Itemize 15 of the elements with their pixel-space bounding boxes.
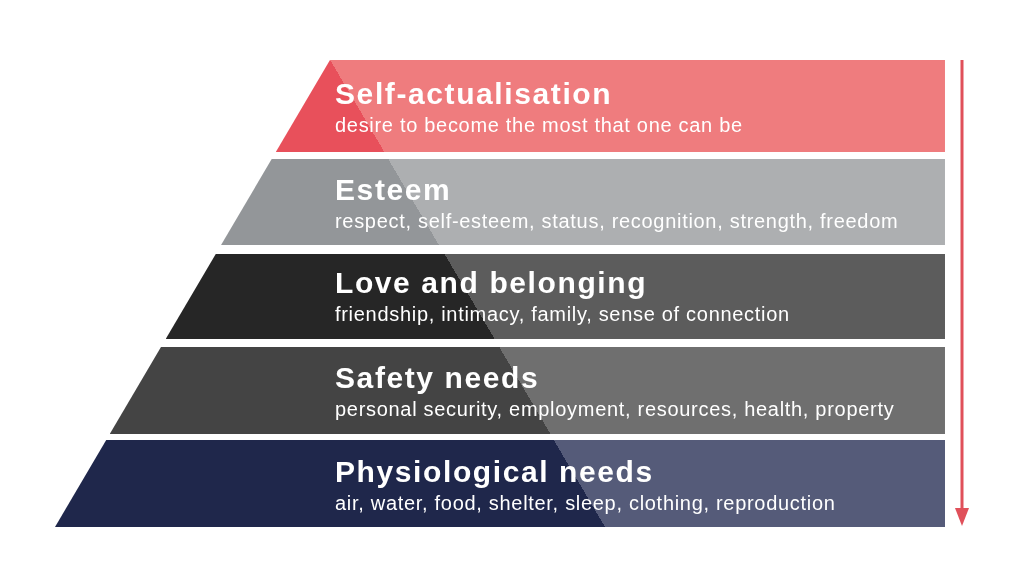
level-title: Physiological needs [335, 455, 654, 489]
pyramid-level [55, 440, 945, 527]
level-description: friendship, intimacy, family, sense of connection [335, 302, 790, 326]
level-description: desire to become the most that one can be [335, 113, 743, 137]
level-title: Love and belonging [335, 266, 648, 300]
pyramid-level [165, 254, 945, 339]
level-title: Esteem [335, 173, 452, 207]
pyramid-level [221, 159, 945, 245]
level-description: personal security, employment, resources, health, property [335, 397, 895, 421]
pyramid-level [109, 347, 945, 434]
level-title: Self-actualisation [335, 77, 613, 111]
level-description: air, water, food, shelter, sleep, clothing, reproduction [335, 491, 836, 515]
pyramid-level [275, 60, 945, 152]
level-description: respect, self-esteem, status, recognition, strength, freedom [335, 209, 899, 233]
level-title: Safety needs [335, 361, 540, 395]
